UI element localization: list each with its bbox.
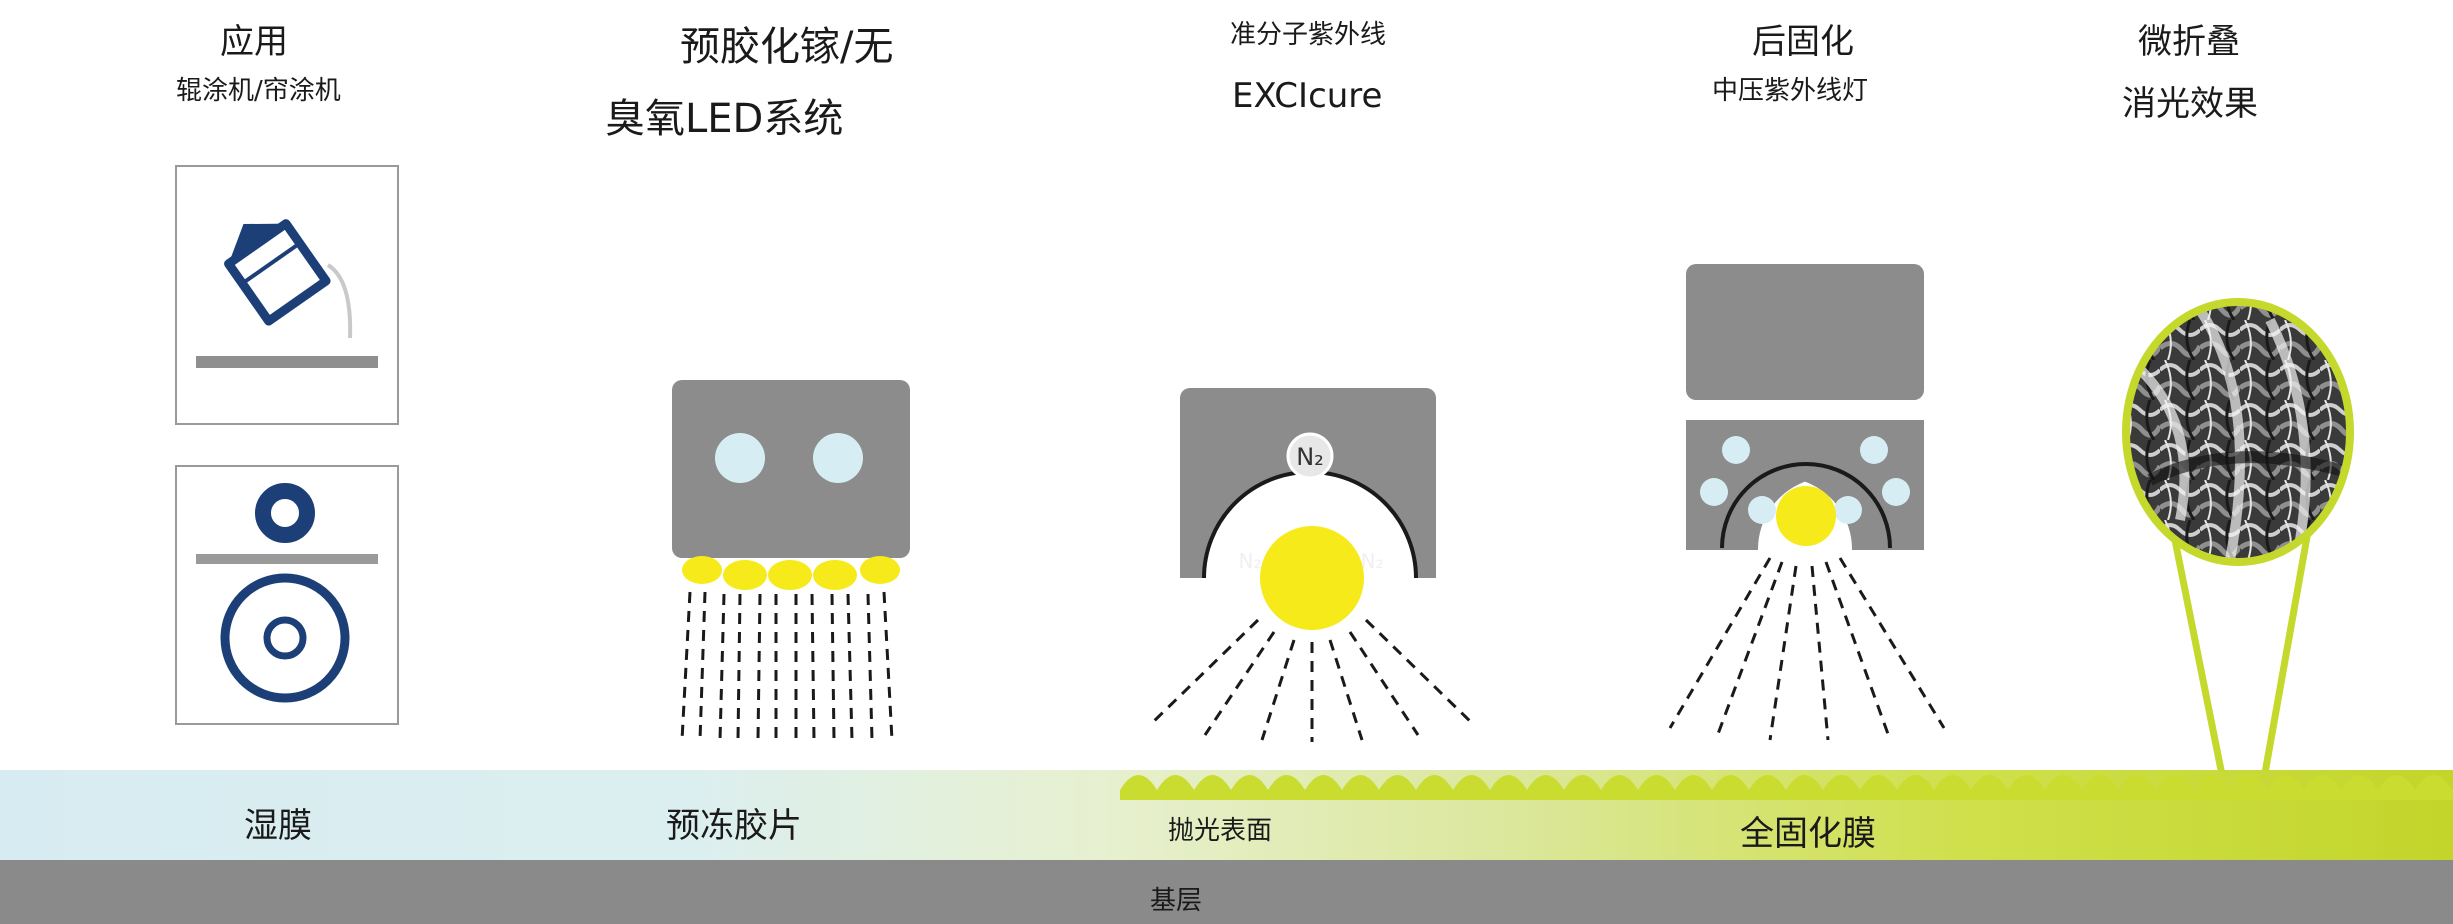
led-beams bbox=[680, 591, 894, 741]
col1-title: 应用 bbox=[220, 22, 288, 62]
col5-subtitle: 消光效果 bbox=[2122, 84, 2258, 124]
label-pre-gel-film: 预冻胶片 bbox=[666, 806, 802, 846]
excimer-lamp: N₂ N₂ N₂ bbox=[1148, 388, 1476, 742]
col2-title: 预胶化镓/无 bbox=[680, 24, 894, 70]
mercury-lamp bbox=[1668, 264, 1946, 741]
mercury-beams bbox=[1668, 557, 1946, 741]
label-polished-surface: 抛光表面 bbox=[1168, 816, 1273, 846]
excimer-beams bbox=[1148, 618, 1476, 742]
magnifier-lens bbox=[2122, 298, 2354, 791]
substrate-layer bbox=[0, 860, 2453, 924]
label-substrate: 基层 bbox=[1150, 886, 1203, 916]
col2-subtitle: 臭氧LED系统 bbox=[605, 96, 844, 142]
led-emitters bbox=[682, 556, 900, 590]
label-cured-film: 全固化膜 bbox=[1740, 814, 1876, 854]
applicator-roll-icon bbox=[255, 483, 315, 543]
led-lamp bbox=[672, 380, 910, 741]
label-wet-film: 湿膜 bbox=[244, 806, 312, 846]
col3-subtitle: EXCIcure bbox=[1232, 76, 1383, 116]
n2-left-label: N₂ bbox=[1239, 549, 1262, 573]
n2-right-label: N₂ bbox=[1361, 549, 1384, 573]
curtain-coater-panel bbox=[175, 165, 399, 425]
col4-subtitle: 中压紫外线灯 bbox=[1712, 76, 1869, 106]
nitrogen-inlet-icon bbox=[1286, 432, 1334, 480]
col5-title: 微折叠 bbox=[2138, 22, 2240, 62]
col1-subtitle: 辊涂机/帘涂机 bbox=[176, 76, 341, 106]
web-line bbox=[196, 554, 378, 564]
col4-title: 后固化 bbox=[1752, 22, 1854, 62]
roll-coater-panel bbox=[175, 465, 399, 725]
col3-title: 准分子紫外线 bbox=[1230, 20, 1387, 50]
n2-top-label: N₂ bbox=[1296, 443, 1324, 471]
surface-ridges bbox=[1120, 775, 2453, 800]
mercury-light-source bbox=[1776, 486, 1836, 546]
curtain-stream bbox=[326, 263, 353, 339]
substrate-plate bbox=[196, 356, 378, 368]
pouring-bucket-icon bbox=[224, 219, 331, 326]
excimer-light-source bbox=[1260, 526, 1364, 630]
